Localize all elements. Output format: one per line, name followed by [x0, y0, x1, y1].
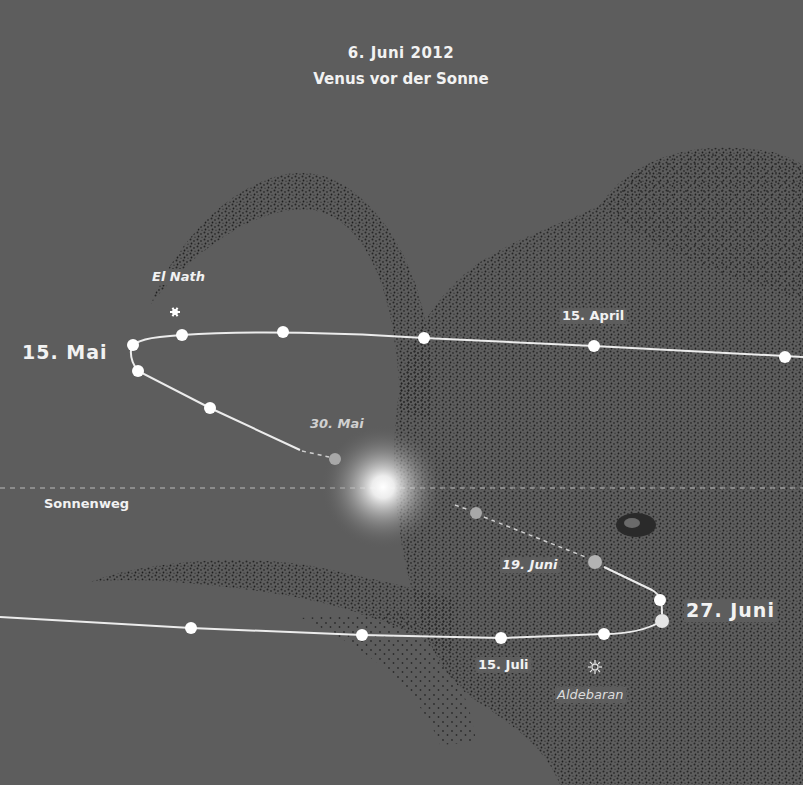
chart-subtitle: Venus vor der Sonne — [311, 70, 490, 88]
date-label: 27. Juni — [684, 599, 777, 622]
hidden-venus-dots — [329, 453, 602, 569]
ecliptic-label: Sonnenweg — [42, 496, 131, 512]
position-dots — [127, 326, 791, 644]
star-el-nath — [170, 308, 180, 317]
taurus-figure — [90, 147, 803, 785]
date-label: 19. Juni — [500, 557, 559, 573]
date-label: 15. April — [560, 308, 626, 324]
star-name: El Nath — [150, 269, 207, 285]
star-name: Aldebaran — [555, 687, 626, 703]
star-aldebaran — [588, 660, 602, 674]
sun-glow — [321, 425, 445, 549]
date-label: 15. Mai — [20, 341, 110, 364]
venus-path-dashed — [302, 451, 588, 558]
date-label: 15. Juli — [476, 657, 531, 673]
chart-title: 6. Juni 2012 — [346, 44, 456, 62]
venus-path — [0, 332, 803, 638]
date-label: 30. Mai — [308, 416, 366, 432]
